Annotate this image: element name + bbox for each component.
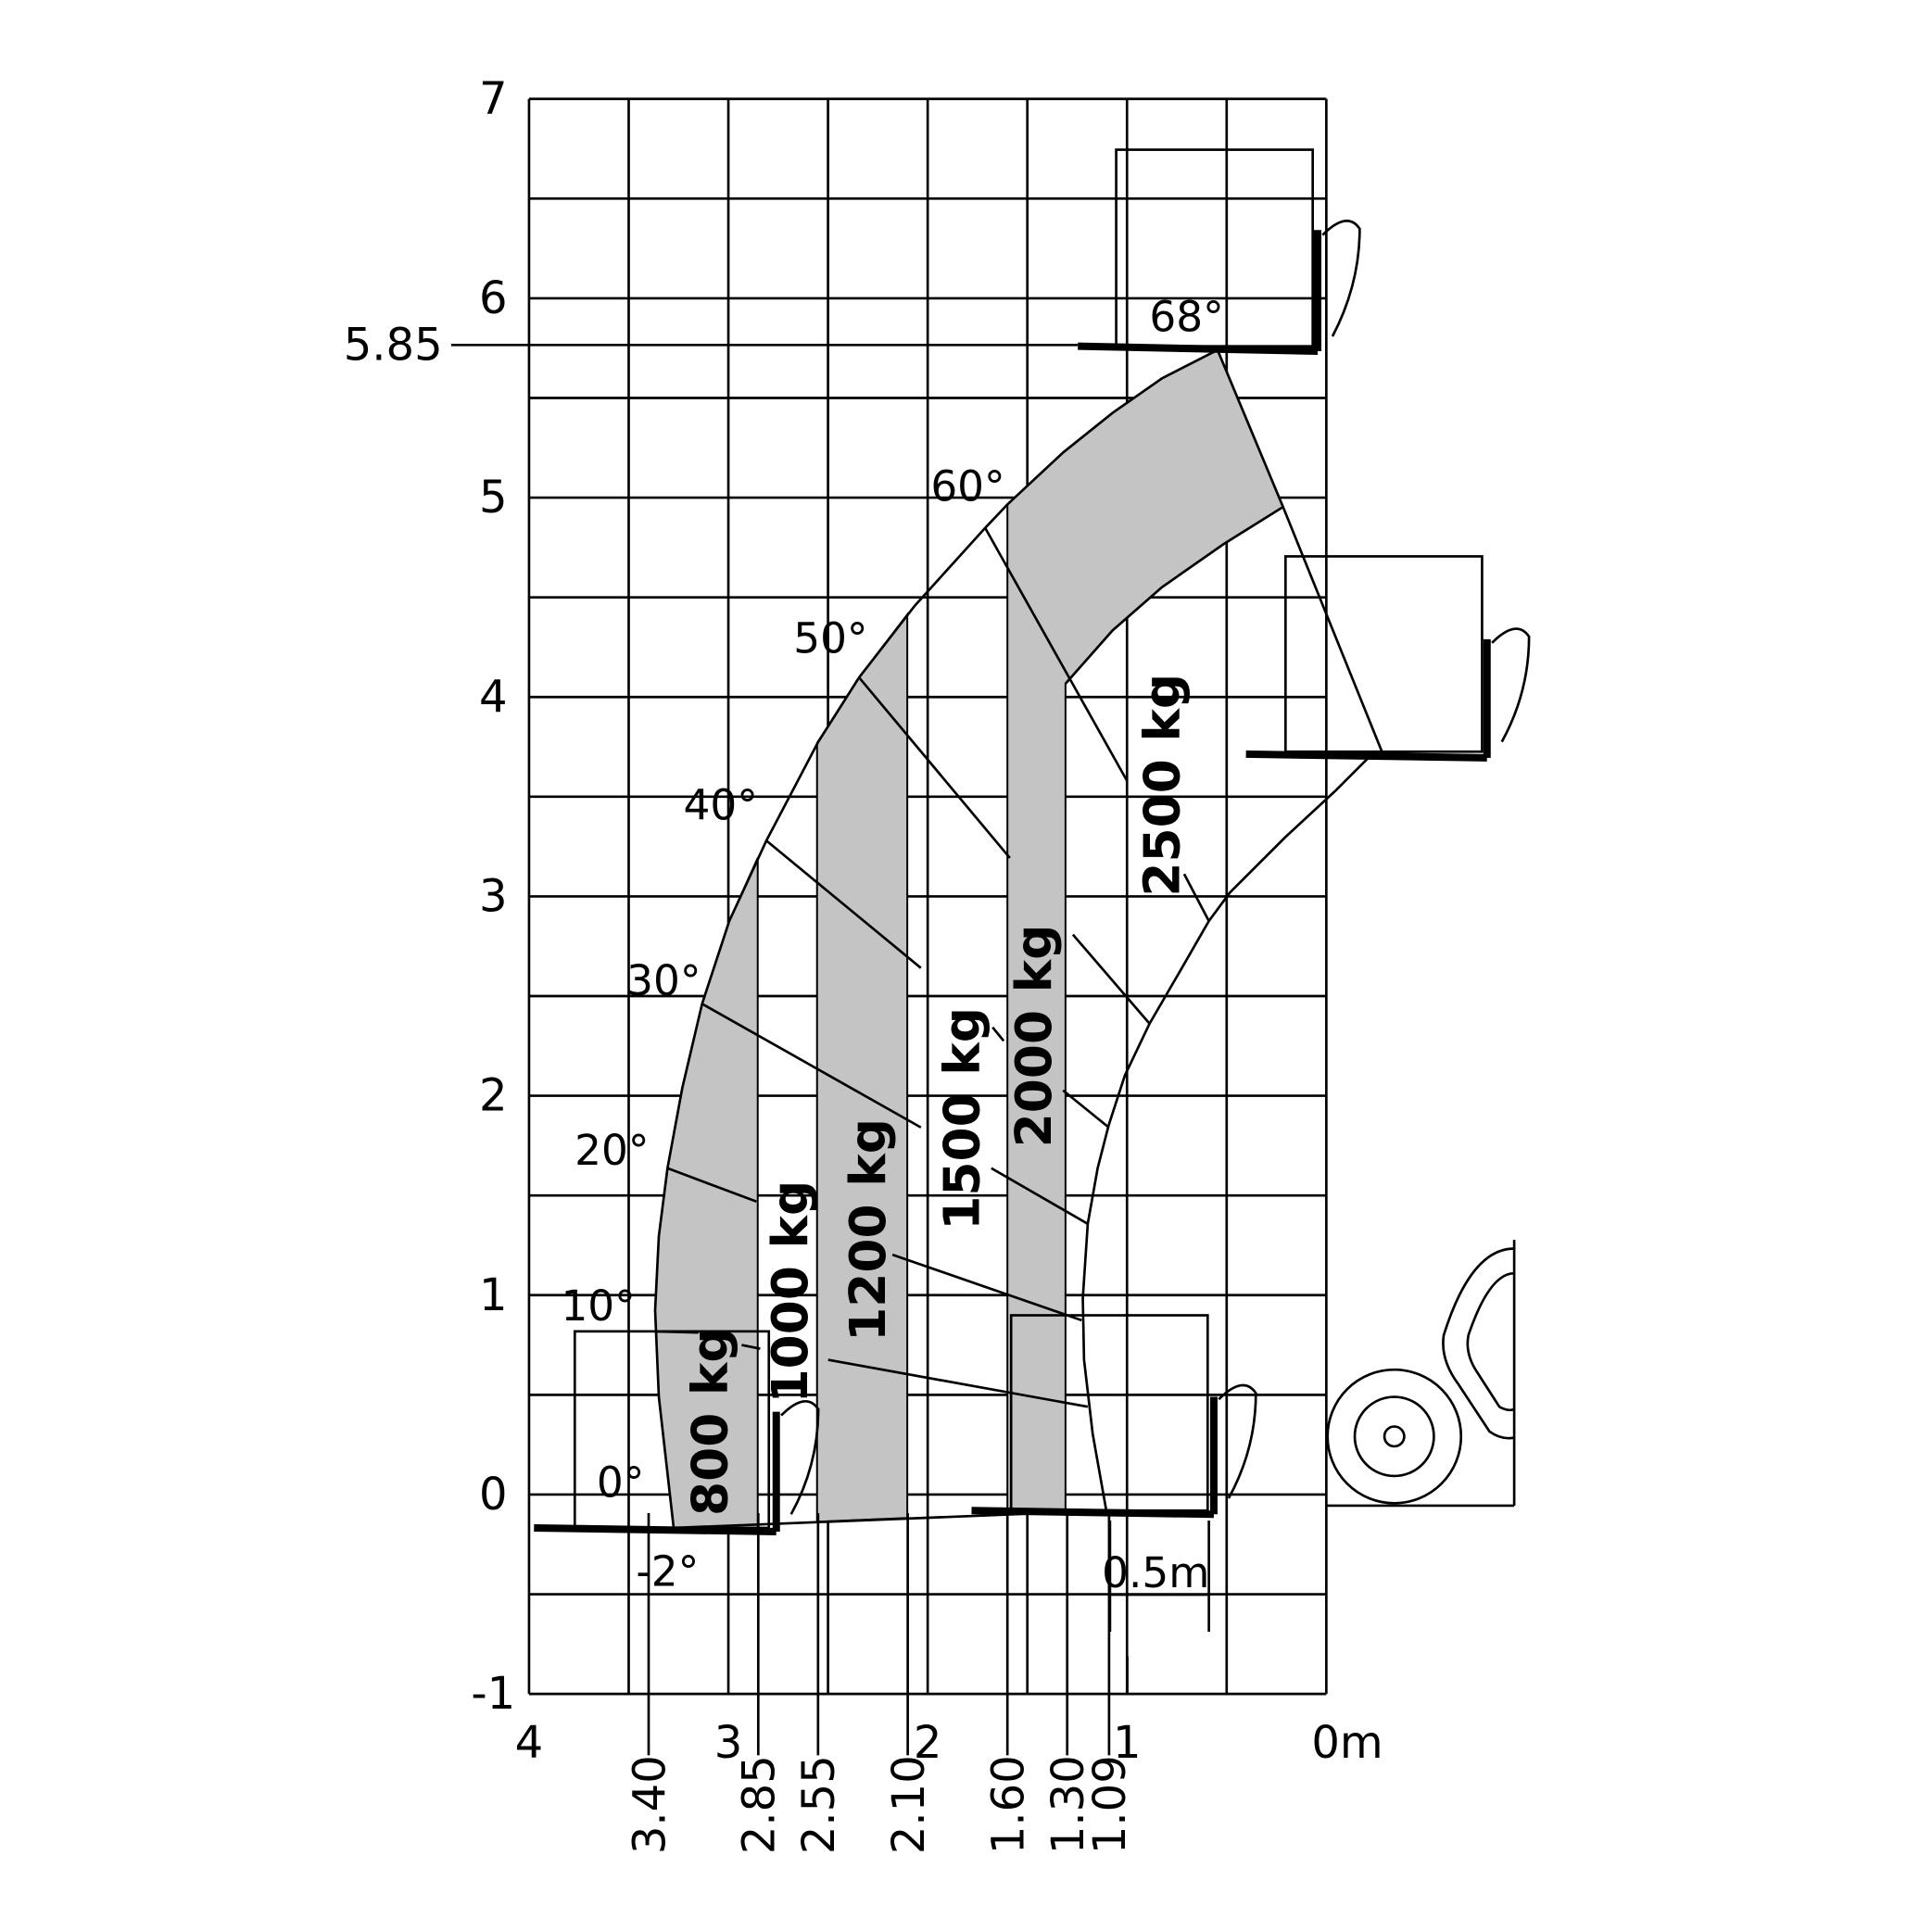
max-height-label: 5.85 — [344, 319, 443, 371]
x-tick-label: 1 — [1113, 1717, 1142, 1769]
inner-envelope — [1081, 755, 1370, 1511]
angle-label: 10° — [561, 1281, 635, 1331]
load-label-1500: 1500 kg — [933, 1007, 991, 1231]
load-label-1200: 1200 kg — [839, 1118, 897, 1342]
y-tick-label: 2 — [479, 1070, 508, 1122]
angle-label: 68° — [1149, 293, 1223, 342]
angle-label: 60° — [930, 461, 1004, 511]
reach-mark-label: 1.60 — [983, 1755, 1035, 1854]
zone-curve — [1064, 505, 1284, 685]
y-tick-label: 0 — [479, 1469, 508, 1521]
x-tick-label: 3 — [714, 1717, 743, 1769]
angle-label: -2° — [636, 1547, 699, 1597]
load-center-label: 0.5m — [1102, 1548, 1209, 1597]
y-tick-label: 3 — [479, 870, 508, 922]
y-tick-label: 1 — [479, 1269, 508, 1321]
x-unit-label: 0m — [1311, 1717, 1383, 1769]
load-label-800: 800 kg — [680, 1327, 739, 1516]
angle-label: 40° — [684, 781, 758, 830]
forks — [534, 220, 1531, 1535]
x-tick-label: 4 — [515, 1717, 544, 1769]
reach-mark-label: 2.10 — [883, 1755, 935, 1854]
angle-label: 50° — [793, 614, 867, 663]
angle-label: 20° — [575, 1126, 649, 1175]
load-label-2500: 2500 kg — [1133, 674, 1192, 897]
outer-envelope — [653, 348, 1219, 1529]
reach-mark-label: 2.55 — [793, 1755, 845, 1854]
load-label-1000: 1000 kg — [761, 1180, 819, 1404]
vehicle-icon — [1326, 1240, 1516, 1508]
y-tick-label: 5 — [479, 472, 508, 524]
reach-mark-label: 1.09 — [1084, 1755, 1136, 1854]
load-boxes — [573, 148, 1484, 1530]
zone-1200kg — [815, 612, 909, 1523]
reach-mark-label: 3.40 — [624, 1755, 676, 1854]
load-labels: 800 kg 1000 kg 1200 kg 1500 kg 2000 kg 2… — [680, 674, 1191, 1516]
load-label-2000: 2000 kg — [1004, 925, 1063, 1148]
y-tick-label: 7 — [479, 73, 508, 125]
reach-mark-label: 2.85 — [734, 1755, 786, 1854]
x-tick-label: 2 — [914, 1717, 942, 1769]
load-center-dimension — [1108, 1520, 1210, 1694]
upper-boundary — [1216, 349, 1383, 752]
y-tick-label: 4 — [479, 671, 508, 723]
y-tick-label: 6 — [479, 272, 508, 324]
y-tick-label: -1 — [471, 1668, 515, 1720]
angle-label: 30° — [626, 956, 701, 1005]
reach-mark-label: 1.30 — [1042, 1755, 1094, 1854]
angle-label: 0° — [597, 1458, 645, 1508]
angle-labels: 68° 60° 50° 40° 30° 20° 10° 0° -2° — [561, 293, 1223, 1597]
